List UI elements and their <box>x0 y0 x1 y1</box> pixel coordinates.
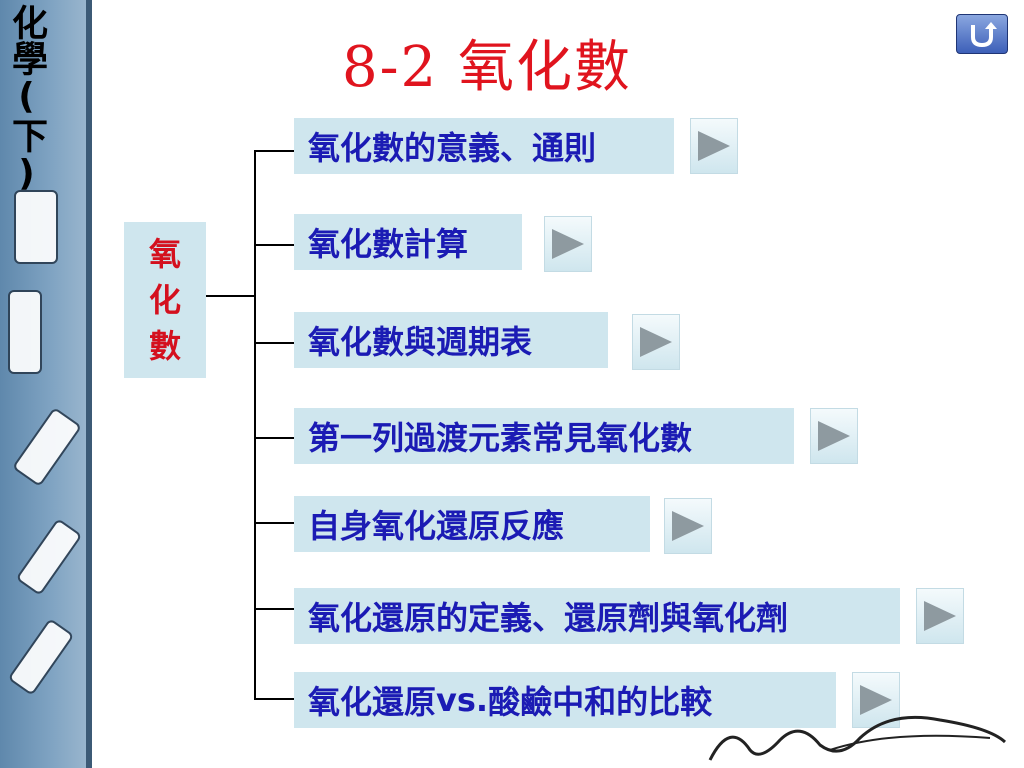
bottle-decoration <box>7 618 75 696</box>
topic-label-post: 酸鹼中和的比較 <box>488 683 713 721</box>
topic-link-7[interactable]: 氧化還原 vs. 酸鹼中和的比較 <box>294 672 836 728</box>
root-char: 氧 <box>148 235 181 273</box>
play-triangle-icon <box>552 229 584 259</box>
bottle-decoration <box>11 406 83 488</box>
play-button-6[interactable] <box>916 588 964 644</box>
play-button-5[interactable] <box>664 498 712 554</box>
topic-link-5[interactable]: 自身氧化還原反應 <box>294 496 650 552</box>
side-title: 化學(下) <box>6 4 47 194</box>
topic-link-6[interactable]: 氧化還原的定義、還原劑與氧化劑 <box>294 588 900 644</box>
topic-label: 第一列過渡元素常見氧化數 <box>308 419 693 457</box>
topic-label: 自身氧化還原反應 <box>308 507 565 545</box>
side-edge <box>86 0 92 768</box>
connector-trunk <box>254 150 256 700</box>
play-triangle-icon <box>860 685 892 715</box>
signature-flourish <box>708 715 1007 761</box>
connector-branch <box>254 342 294 344</box>
play-triangle-icon <box>640 327 672 357</box>
play-button-3[interactable] <box>632 314 680 370</box>
connector-branch <box>254 244 294 246</box>
topic-label: 氧化數的意義、通則 <box>308 129 597 167</box>
root-char: 數 <box>148 327 181 365</box>
side-decoration <box>0 0 92 768</box>
topic-link-4[interactable]: 第一列過渡元素常見氧化數 <box>294 408 794 464</box>
root-char: 化 <box>148 281 181 319</box>
topic-label-vs: vs. <box>436 681 489 719</box>
return-u-arrow-icon <box>971 22 997 48</box>
root-node: 氧 化 數 <box>124 222 206 378</box>
topic-label-pre: 氧化還原 <box>308 683 437 721</box>
play-triangle-icon <box>698 131 730 161</box>
connector-branch <box>254 698 294 700</box>
connector-branch <box>254 150 294 152</box>
connector-line <box>206 295 256 297</box>
bottle-decoration <box>14 190 58 264</box>
play-triangle-icon <box>672 511 704 541</box>
topic-link-2[interactable]: 氧化數計算 <box>294 214 522 270</box>
topic-link-3[interactable]: 氧化數與週期表 <box>294 312 608 368</box>
connector-branch <box>254 608 294 610</box>
play-button-1[interactable] <box>690 118 738 174</box>
page-title: 8-2 氧化數 <box>342 35 632 100</box>
play-button-4[interactable] <box>810 408 858 464</box>
return-button[interactable] <box>956 14 1008 54</box>
topic-label: 氧化還原的定義、還原劑與氧化劑 <box>308 599 789 637</box>
connector-branch <box>254 522 294 524</box>
play-button-7[interactable] <box>852 672 900 728</box>
play-triangle-icon <box>924 601 956 631</box>
bottle-decoration <box>15 518 83 596</box>
play-button-2[interactable] <box>544 216 592 272</box>
topic-label: 氧化數計算 <box>308 225 469 263</box>
topic-label: 氧化數與週期表 <box>308 323 533 361</box>
connector-branch <box>254 437 294 439</box>
play-triangle-icon <box>818 421 850 451</box>
bottle-decoration <box>8 290 42 374</box>
topic-link-1[interactable]: 氧化數的意義、通則 <box>294 118 674 174</box>
